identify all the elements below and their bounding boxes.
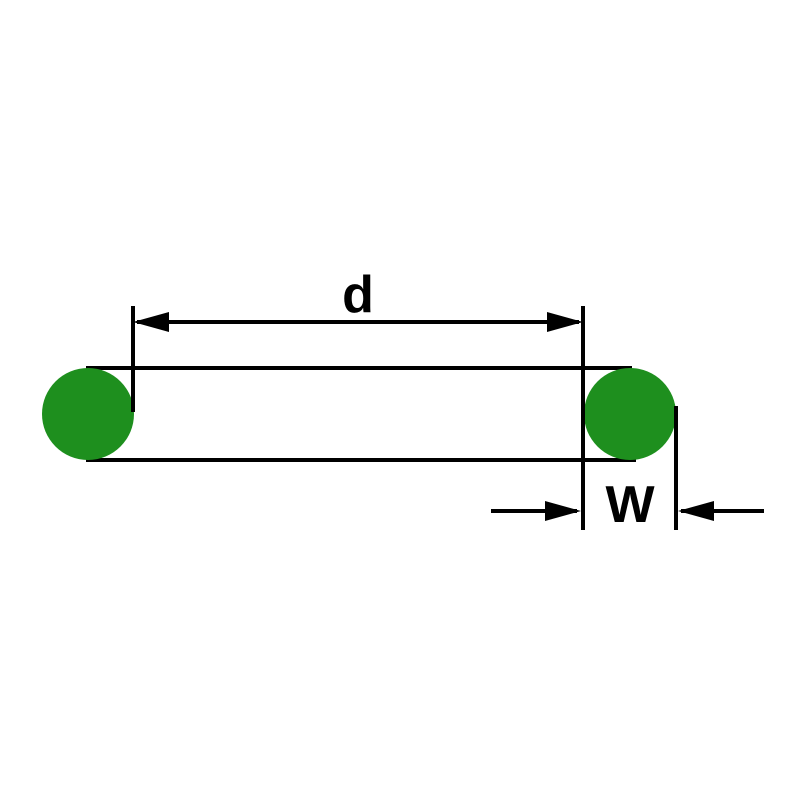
- oring-left-cross-section: [42, 368, 134, 460]
- dimension-d-arrowhead-left: [133, 312, 169, 332]
- dimension-d-arrowhead-right: [547, 312, 583, 332]
- oring-right-cross-section: [584, 368, 676, 460]
- dimension-w-label: W: [605, 476, 655, 534]
- dimension-w-arrowhead-left: [545, 501, 581, 521]
- dimension-w-arrowhead-right: [678, 501, 714, 521]
- dimension-d-label: d: [342, 266, 374, 324]
